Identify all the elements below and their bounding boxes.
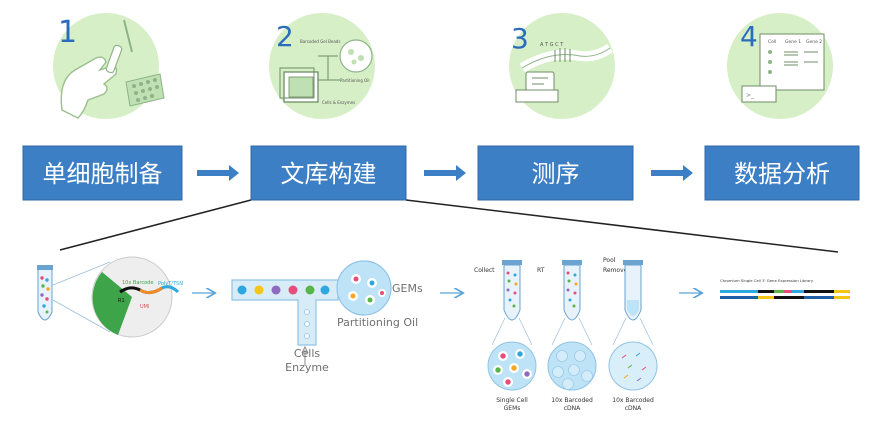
step-box-2: 文库构建 [250,145,407,201]
caption-line2: GEMs [504,405,521,412]
caption-line2: cDNA [564,405,581,412]
caption-line1: 10x Barcoded [612,397,654,404]
step-number: 3 [511,22,529,55]
well-plate-icon [125,73,165,107]
step-box-4: 数据分析 [704,145,860,201]
library-construct: Chromium Single Cell 3' Gene Expression … [720,278,850,299]
pipette-icon [123,19,133,53]
terminal-icon [741,85,777,103]
label-10x-barcode: 10x Barcode [122,280,153,286]
tube-pool: 10x Barcoded cDNA [608,260,658,412]
card-icon [525,71,555,93]
gems-circle [336,260,392,316]
glove-hand-icon [60,56,118,119]
library-title: Chromium Single Cell 3' Gene Expression … [720,278,814,283]
step-label: 文库构建 [281,160,377,188]
droplet-icon [339,39,373,73]
step-label: 数据分析 [734,160,830,188]
label-collect: Collect [474,267,495,274]
tube-stage-labels: Collect RT Pool Remove Oil [474,257,638,274]
label-pool: Pool [603,257,616,264]
tube-collect: Single Cell GEMs [487,260,537,412]
icon-caption-bases: A T G C T [540,42,564,48]
gel-bead-detail: 10x Barcode PolyT/TSN UMI R1 [37,256,183,338]
step-1-icon: 1 [53,13,165,119]
step-label: 单细胞制备 [43,160,163,188]
arrow-right-icon [197,165,239,181]
table-col-gene1: Gene 1 [785,39,801,45]
step-4-icon: Cell Gene 1 Gene 2 >_ 4 [727,13,833,119]
table-col-gene2: Gene 2 [806,39,822,45]
step-box-1: 单细胞制备 [22,145,183,201]
step-box-3: 测序 [477,145,634,201]
tube-rt: 10x Barcoded cDNA [547,260,597,412]
caption-line1: 10x Barcoded [551,397,593,404]
step-number: 1 [58,15,77,50]
label-gems: GEMs [392,282,423,295]
arrow-right-icon [651,165,693,181]
zoom-line-right [405,199,839,253]
label-polydt: PolyT/TSN [158,281,183,287]
table-col-cell: Cell [768,39,776,45]
caption-line2: cDNA [625,405,642,412]
step-label: 测序 [532,160,580,188]
label-cells: Cells [294,347,321,360]
label-partitioning-oil: Partitioning Oil [337,316,418,329]
step-2-icon: Barcoded Gel Beads Partitioning Oil Cell… [269,13,375,119]
zoom-line-left [59,199,252,251]
label-umi: UMI [140,304,149,310]
label-rt: RT [537,267,545,274]
label-r1: R1 [118,298,125,304]
icon-caption-top: Barcoded Gel Beads [300,39,340,44]
step-arrows [197,165,693,181]
label-enzyme: Enzyme [285,361,329,374]
bead-dots [40,276,50,314]
icon-caption-right: Partitioning Oil [340,78,370,83]
step-number: 4 [740,20,758,53]
caption-line1: Single Cell [496,397,528,404]
sequencer-icon [515,89,559,103]
tube-icon [105,44,123,74]
label-remove-oil: Remove Oil [603,267,638,274]
icon-caption-bottom: Cells & Enzymes [322,100,355,105]
microfluidic-chip: GEMs Partitioning Oil Cells Enzyme [231,260,423,374]
step-number: 2 [276,20,294,53]
svg-text:>_: >_ [746,92,755,99]
step-3-icon: A T G C T 3 [509,13,615,119]
arrow-right-icon [424,165,466,181]
